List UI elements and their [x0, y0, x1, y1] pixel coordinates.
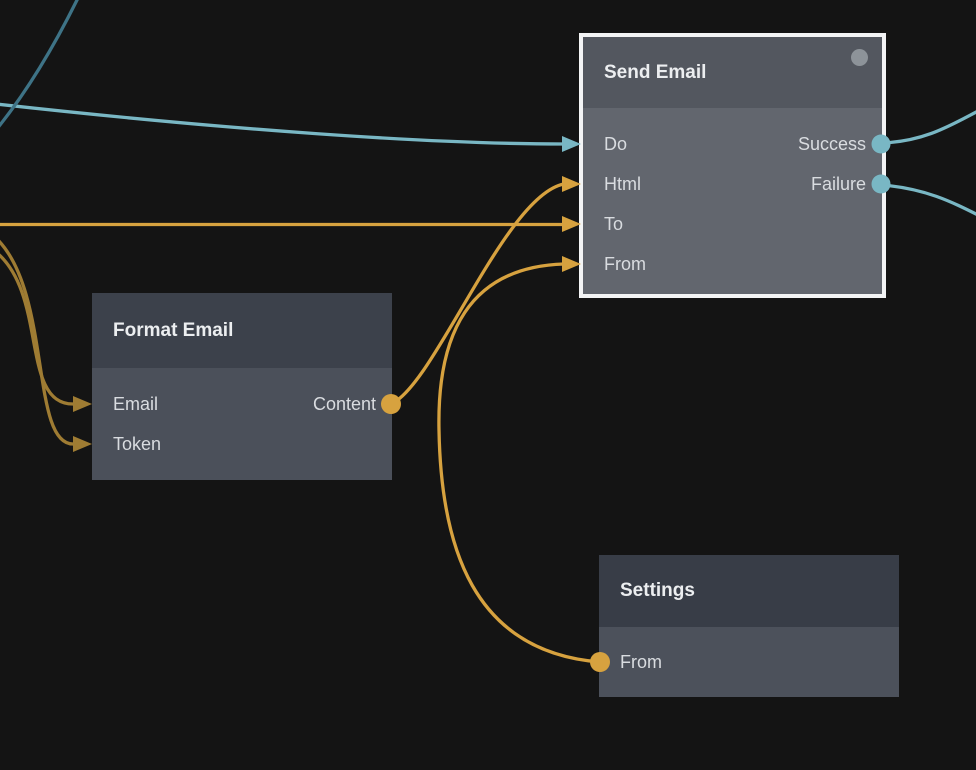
node-send-email-title: Send Email: [604, 61, 707, 83]
port-row: Email Content: [92, 384, 392, 424]
output-port-failure[interactable]: Failure: [810, 173, 866, 194]
wire-failure-out[interactable]: [881, 183, 976, 216]
node-send-email-body: Do Success Html Failure To From: [583, 108, 882, 284]
input-port-do[interactable]: Do: [604, 133, 628, 154]
node-format-email-body: Email Content Token: [92, 368, 392, 464]
node-send-email[interactable]: Send Email Do Success Html Failure To Fr…: [579, 33, 886, 298]
wire-content-to-html[interactable]: [389, 182, 566, 406]
output-port-success[interactable]: Success: [797, 133, 866, 154]
node-format-email-title: Format Email: [113, 319, 234, 341]
port-settings-from[interactable]: From: [620, 651, 662, 672]
status-dot-icon: [851, 49, 868, 66]
input-port-token[interactable]: Token: [113, 433, 162, 454]
port-row: To: [583, 204, 882, 244]
token-input-arrow-icon[interactable]: [73, 436, 92, 452]
input-port-from[interactable]: From: [604, 253, 646, 274]
node-settings-header[interactable]: Settings: [599, 555, 899, 627]
wire-success-out[interactable]: [881, 110, 976, 145]
port-row: From: [599, 642, 899, 682]
wire-teal-offscreen[interactable]: [0, 0, 79, 130]
wire-settings-from-to-from[interactable]: [437, 262, 602, 664]
wire-to-do-input[interactable]: [0, 102, 566, 146]
port-row: From: [583, 244, 882, 284]
node-format-email-header[interactable]: Format Email: [92, 293, 392, 368]
node-format-email[interactable]: Format Email Email Content Token: [92, 293, 392, 480]
port-row: Token: [92, 424, 392, 464]
node-settings[interactable]: Settings From: [599, 555, 899, 697]
output-port-content[interactable]: Content: [312, 393, 376, 414]
port-row: Html Failure: [583, 164, 882, 204]
input-port-to[interactable]: To: [604, 213, 624, 234]
node-settings-title: Settings: [620, 580, 695, 601]
input-port-html[interactable]: Html: [604, 173, 641, 194]
node-settings-body: From: [599, 627, 899, 682]
port-row: Do Success: [583, 124, 882, 164]
wire-to-email-input[interactable]: [0, 252, 75, 406]
email-input-arrow-icon[interactable]: [73, 396, 92, 412]
node-send-email-header[interactable]: Send Email: [583, 37, 882, 108]
input-port-email[interactable]: Email: [113, 393, 159, 414]
wire-to-token-input[interactable]: [0, 238, 75, 446]
